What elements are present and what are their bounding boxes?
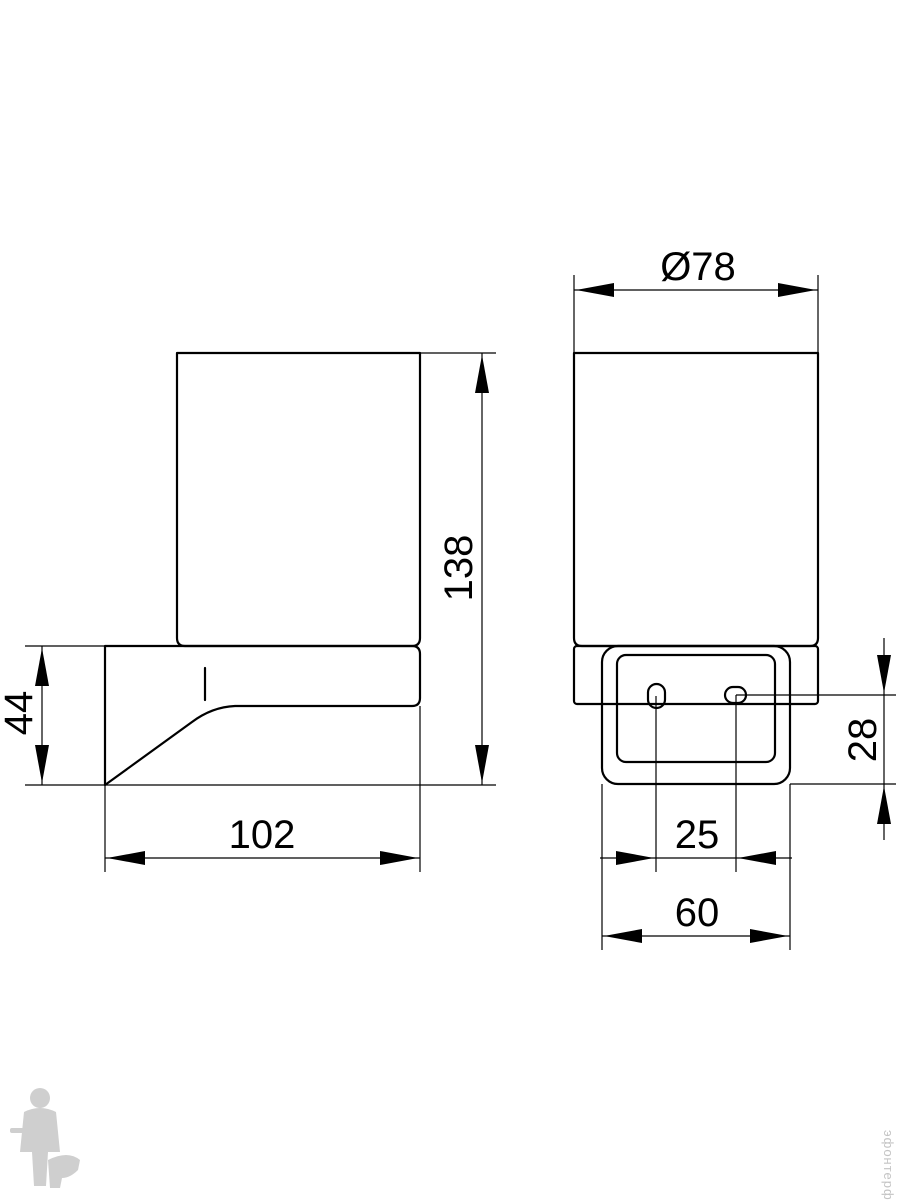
watermark-text: эфонтерф — [881, 1130, 896, 1201]
dim-label-25: 25 — [675, 813, 720, 857]
side-view: 138 44 102 — [0, 351, 496, 872]
side-cup-outline — [175, 351, 422, 648]
arrowhead — [35, 648, 49, 686]
arrowhead — [877, 655, 891, 693]
dim-label-102: 102 — [229, 813, 296, 857]
arrowhead — [616, 851, 654, 865]
arrowhead — [778, 283, 816, 297]
front-view: Ø78 28 25 60 — [572, 245, 896, 950]
arrowhead — [576, 283, 614, 297]
plumber-icon — [10, 1088, 80, 1188]
mounting-plate-inner — [615, 653, 777, 764]
dim-label-60: 60 — [675, 891, 720, 935]
side-holder-body — [103, 644, 422, 787]
mounting-plate — [600, 644, 792, 786]
arrowhead — [877, 786, 891, 824]
dim-label-78: Ø78 — [660, 245, 736, 289]
arrowhead — [604, 929, 642, 943]
dim-label-28: 28 — [841, 718, 885, 763]
dim-label-138: 138 — [437, 535, 481, 602]
arrowhead — [35, 745, 49, 783]
front-cup-outline — [572, 351, 820, 648]
arrowhead — [475, 355, 489, 393]
arrowhead — [107, 851, 145, 865]
arrowhead — [738, 851, 776, 865]
arrowhead — [475, 745, 489, 783]
arrowhead — [380, 851, 418, 865]
dim-label-44: 44 — [0, 691, 41, 736]
arrowhead — [750, 929, 788, 943]
